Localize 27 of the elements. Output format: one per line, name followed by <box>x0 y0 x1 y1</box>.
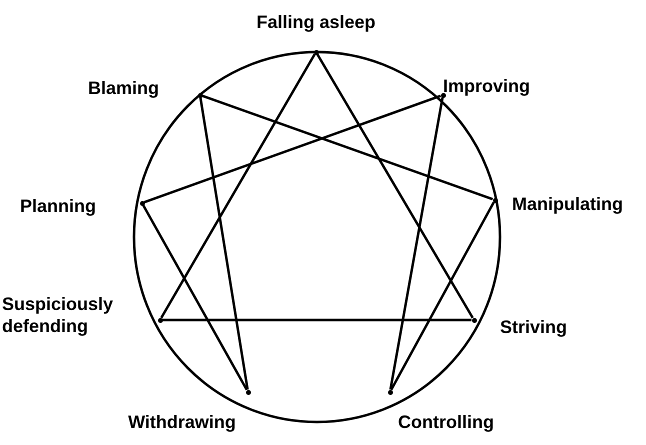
point-label: Withdrawing <box>128 411 236 433</box>
connecting-line <box>390 202 495 390</box>
connecting-line <box>199 97 249 390</box>
connecting-line <box>202 94 494 200</box>
vertex-dot <box>440 92 446 98</box>
vertex-dot <box>198 92 202 98</box>
vertex-dot <box>246 390 250 394</box>
point-label: Manipulating <box>512 193 623 215</box>
point-label: Falling asleep <box>256 11 376 33</box>
connecting-line <box>142 204 248 390</box>
connecting-line <box>389 97 444 390</box>
vertex-dot <box>472 318 476 322</box>
connecting-line <box>162 318 472 322</box>
vertex-dot <box>158 318 162 322</box>
connecting-line <box>160 54 316 318</box>
connecting-line <box>144 94 442 204</box>
point-label: Suspiciously defending <box>2 293 114 337</box>
connecting-line <box>316 54 474 318</box>
point-label: Blaming <box>88 77 160 99</box>
point-label: Striving <box>500 316 568 338</box>
vertex-dot <box>388 390 392 394</box>
point-label: Controlling <box>398 411 494 433</box>
vertex-dot <box>314 50 318 54</box>
point-label: Planning <box>20 195 96 217</box>
point-label: Improving <box>443 75 530 97</box>
vertex-dot <box>492 198 498 202</box>
vertex-dot <box>140 200 144 206</box>
